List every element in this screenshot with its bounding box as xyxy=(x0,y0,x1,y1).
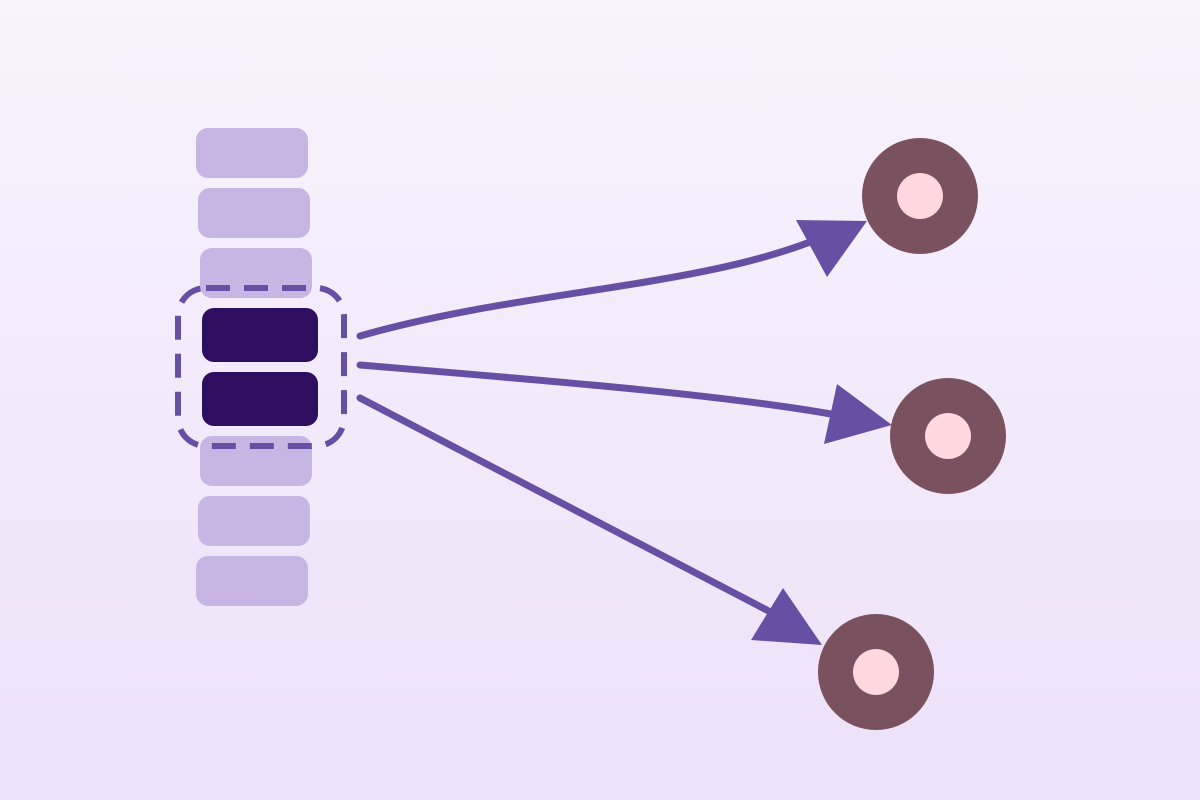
stack-block-4-selected xyxy=(202,308,318,362)
selection-outline xyxy=(175,285,347,449)
arrow-to-target-2 xyxy=(356,361,846,420)
arrow-head-3-icon xyxy=(751,588,822,645)
stack-block-8 xyxy=(196,556,308,606)
arrows xyxy=(356,220,892,645)
block-stack xyxy=(196,128,318,606)
arrow-head-1-icon xyxy=(796,220,867,277)
arrow-head-2-icon xyxy=(824,384,892,444)
stack-block-1 xyxy=(196,128,308,178)
stack-block-5-selected xyxy=(202,372,318,426)
target-center-dot xyxy=(853,649,899,695)
stack-block-7 xyxy=(198,496,310,546)
target-2 xyxy=(890,378,1006,494)
target-3 xyxy=(818,614,934,730)
arrow-to-target-3 xyxy=(356,394,786,622)
target-center-dot xyxy=(925,413,971,459)
arrow-to-target-1 xyxy=(356,234,824,340)
target-center-dot xyxy=(897,173,943,219)
target-1 xyxy=(862,138,978,254)
stack-block-2 xyxy=(198,188,310,238)
